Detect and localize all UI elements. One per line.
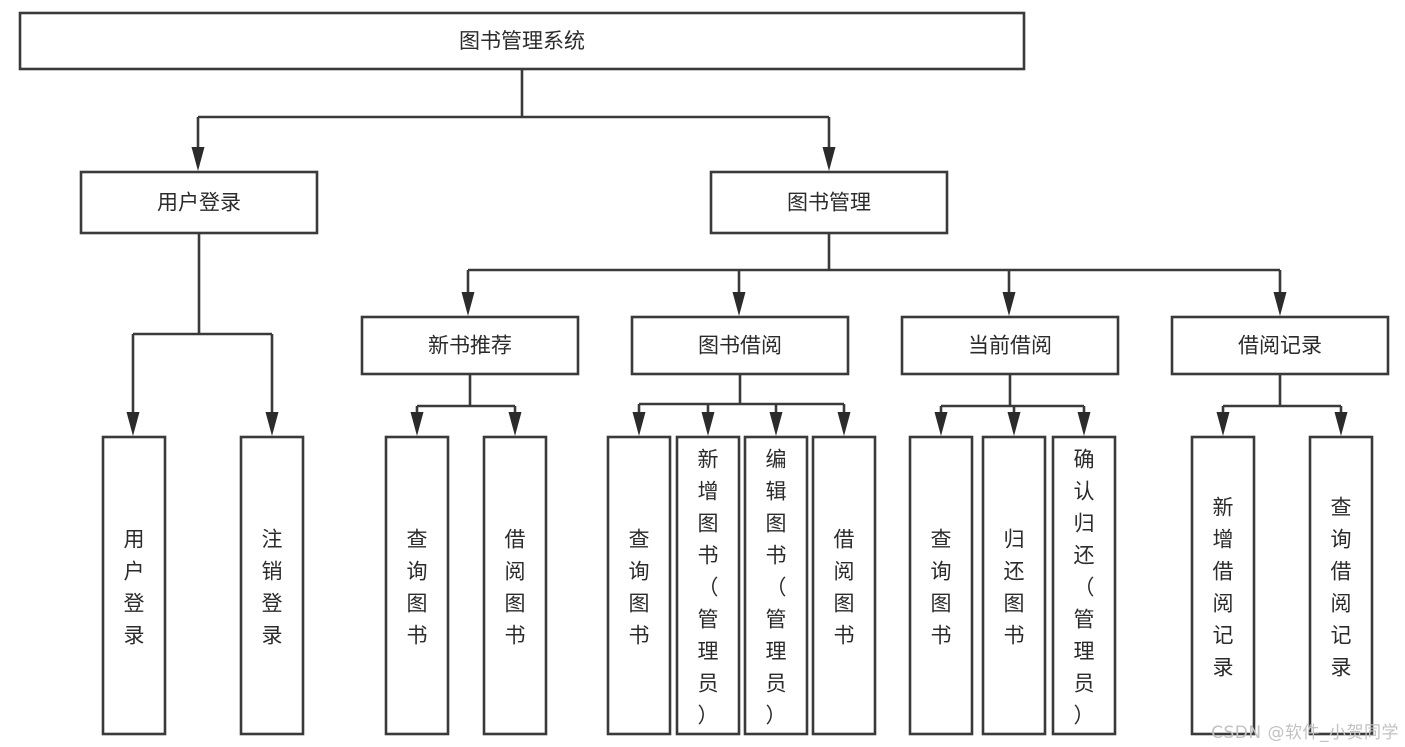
level3-node-2[interactable]: 图书借阅 (630, 315, 850, 376)
level3-node-box[interactable] (360, 315, 580, 376)
leaf-node-box[interactable] (743, 435, 809, 736)
arrowhead-borrow-to-query (632, 412, 646, 436)
level2-node-box[interactable] (79, 170, 319, 235)
arrowhead-user-login-to-logout (265, 412, 279, 436)
leaf-node-13[interactable]: 查询借阅记录 (1308, 435, 1374, 736)
arrowhead-book-mgmt-to-records (1273, 292, 1287, 316)
arrowhead-current-to-return (1007, 412, 1021, 436)
arrowhead-book-mgmt-to-borrow (732, 292, 746, 316)
arrowhead-book-mgmt-to-current (1002, 292, 1016, 316)
leaf-node-label: 借阅图书 (834, 527, 855, 647)
leaf-node-1[interactable]: 用户登录 (101, 435, 167, 736)
leaf-node-box[interactable] (239, 435, 305, 736)
root-node-box[interactable] (18, 11, 1026, 71)
leaf-node-3[interactable]: 查询图书 (384, 435, 450, 736)
leaf-node-label: 编辑图书（管理员） (766, 447, 787, 727)
arrowhead-root-to-book-mgmt (822, 147, 836, 171)
leaf-node-11[interactable]: 确认归还（管理员） (1051, 435, 1117, 736)
csdn-watermark: CSDN @软件_小贺同学 (1211, 723, 1399, 743)
leaf-node-label: 注销登录 (262, 527, 283, 647)
leaf-node-box[interactable] (675, 435, 741, 736)
leaf-node-8[interactable]: 借阅图书 (811, 435, 877, 736)
leaf-node-label: 查询图书 (629, 527, 650, 647)
arrowhead-records-to-query (1334, 412, 1348, 436)
level2-node-box[interactable] (709, 170, 949, 235)
connector-layer (126, 69, 1348, 436)
leaf-node-box[interactable] (1190, 435, 1256, 736)
root-node-1[interactable]: 图书管理系统 (18, 11, 1026, 71)
level3-node-label: 新书推荐 (428, 334, 512, 358)
leaf-node-5[interactable]: 查询图书 (606, 435, 672, 736)
arrowhead-book-mgmt-to-new-books (461, 292, 475, 316)
level2-node-label: 图书管理 (787, 191, 871, 215)
leaf-node-box[interactable] (811, 435, 877, 736)
leaf-node-box[interactable] (981, 435, 1047, 736)
arrowhead-borrow-to-lend (837, 412, 851, 436)
arrowhead-new-books-to-borrow (508, 412, 522, 436)
leaf-node-label: 新增图书（管理员） (698, 447, 719, 727)
level3-node-box[interactable] (1170, 315, 1390, 376)
arrowhead-user-login-to-login (126, 412, 140, 436)
leaf-node-2[interactable]: 注销登录 (239, 435, 305, 736)
leaf-node-box[interactable] (384, 435, 450, 736)
leaf-node-label: 确认归还（管理员） (1074, 447, 1095, 727)
leaf-node-label: 查询借阅记录 (1331, 495, 1352, 679)
level3-node-label: 当前借阅 (968, 334, 1052, 358)
arrowhead-borrow-to-add (701, 412, 715, 436)
leaf-node-10[interactable]: 归还图书 (981, 435, 1047, 736)
leaf-node-label: 新增借阅记录 (1213, 495, 1234, 679)
leaf-node-6[interactable]: 新增图书（管理员） (675, 435, 741, 736)
arrowhead-new-books-to-query (410, 412, 424, 436)
level3-node-3[interactable]: 当前借阅 (900, 315, 1120, 376)
level2-node-1[interactable]: 用户登录 (79, 170, 319, 235)
leaf-node-box[interactable] (101, 435, 167, 736)
leaf-node-4[interactable]: 借阅图书 (482, 435, 548, 736)
leaf-node-label: 查询图书 (407, 527, 428, 647)
level3-node-4[interactable]: 借阅记录 (1170, 315, 1390, 376)
arrowhead-current-to-query (934, 412, 948, 436)
leaf-node-label: 借阅图书 (505, 527, 526, 647)
arrowhead-records-to-add (1216, 412, 1230, 436)
leaf-node-12[interactable]: 新增借阅记录 (1190, 435, 1256, 736)
level3-node-box[interactable] (900, 315, 1120, 376)
level2-node-label: 用户登录 (157, 191, 241, 215)
leaf-node-7[interactable]: 编辑图书（管理员） (743, 435, 809, 736)
level2-node-2[interactable]: 图书管理 (709, 170, 949, 235)
arrowhead-borrow-to-edit (769, 412, 783, 436)
leaf-node-9[interactable]: 查询图书 (908, 435, 974, 736)
node-layer: 图书管理系统用户登录图书管理新书推荐图书借阅当前借阅借阅记录用户登录注销登录查询… (18, 11, 1390, 736)
arrowhead-current-to-confirm (1077, 412, 1091, 436)
arrowhead-root-to-user-login (191, 147, 205, 171)
leaf-node-box[interactable] (1051, 435, 1117, 736)
level3-node-label: 借阅记录 (1238, 334, 1322, 358)
leaf-node-box[interactable] (1308, 435, 1374, 736)
leaf-node-box[interactable] (908, 435, 974, 736)
leaf-node-label: 归还图书 (1004, 527, 1025, 647)
level3-node-1[interactable]: 新书推荐 (360, 315, 580, 376)
leaf-node-box[interactable] (606, 435, 672, 736)
leaf-node-box[interactable] (482, 435, 548, 736)
leaf-node-label: 查询图书 (931, 527, 952, 647)
leaf-node-label: 用户登录 (124, 527, 145, 647)
root-node-label: 图书管理系统 (459, 29, 585, 53)
level3-node-box[interactable] (630, 315, 850, 376)
level3-node-label: 图书借阅 (698, 334, 782, 358)
